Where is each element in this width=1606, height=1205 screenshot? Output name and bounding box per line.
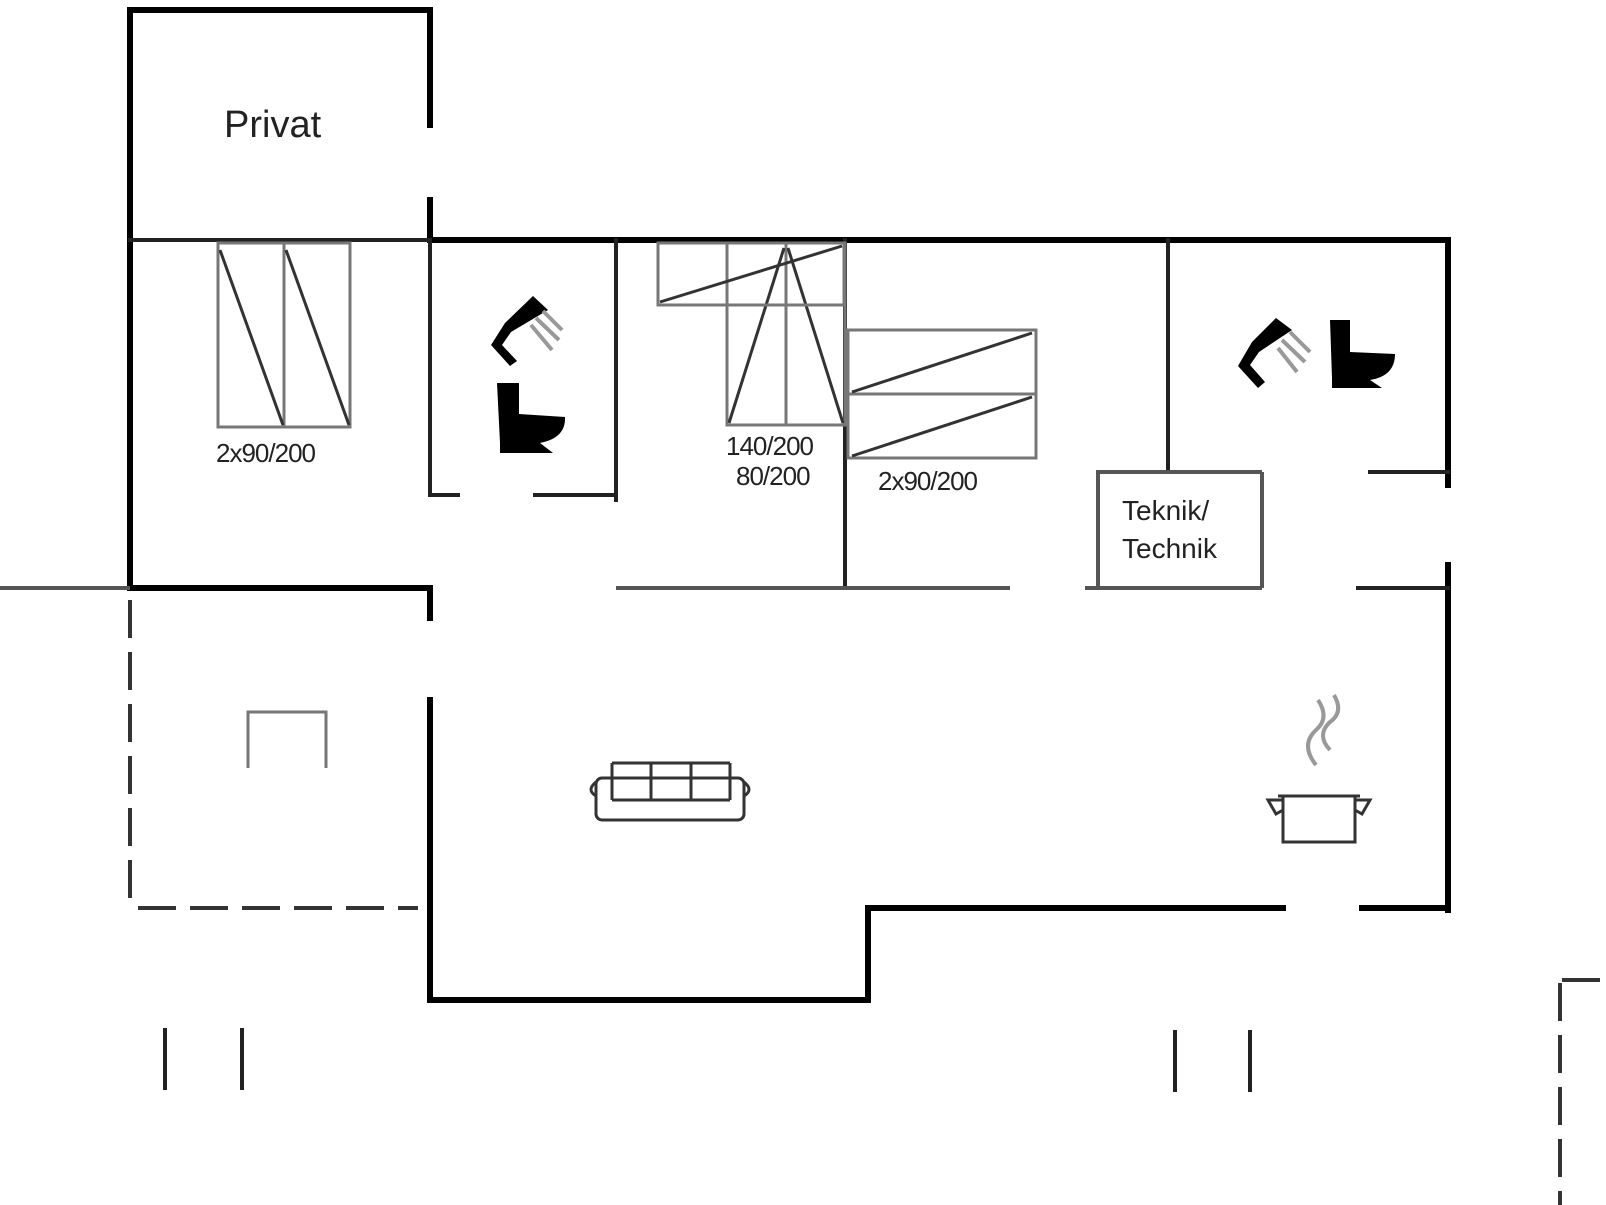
outdoor-posts: [163, 1028, 1252, 1092]
interior-walls: [128, 238, 1450, 590]
terrace-outline: [128, 600, 418, 910]
bed-bedroom-2-double: [725, 241, 847, 427]
annex-outline: [1558, 978, 1606, 1205]
bed-size-bedroom-1: 2x90/200: [216, 438, 316, 468]
shower-icon: [491, 296, 564, 366]
bed-pair-bedroom-1: [216, 241, 352, 429]
room-label-technical-line1: Teknik/: [1122, 495, 1209, 526]
cooking-pot-icon: [1265, 693, 1373, 844]
sofa-icon: [589, 761, 751, 822]
bed-bedroom-2-bunk: [656, 241, 846, 307]
toilet-icon: [1330, 320, 1395, 388]
bed-size-bedroom-3: 2x90/200: [878, 466, 978, 496]
shower-icon: [1238, 318, 1312, 388]
outer-walls: [127, 7, 1451, 1003]
bed-pair-bedroom-3: [846, 328, 1038, 460]
bed-size-bedroom-2-line2: 80/200: [736, 461, 810, 491]
chair-icon: [246, 710, 328, 768]
bed-size-bedroom-2-line1: 140/200: [726, 431, 814, 461]
room-label-technical-line2: Technik: [1122, 533, 1218, 564]
toilet-icon: [497, 383, 566, 453]
room-label-private: Privat: [224, 104, 322, 146]
